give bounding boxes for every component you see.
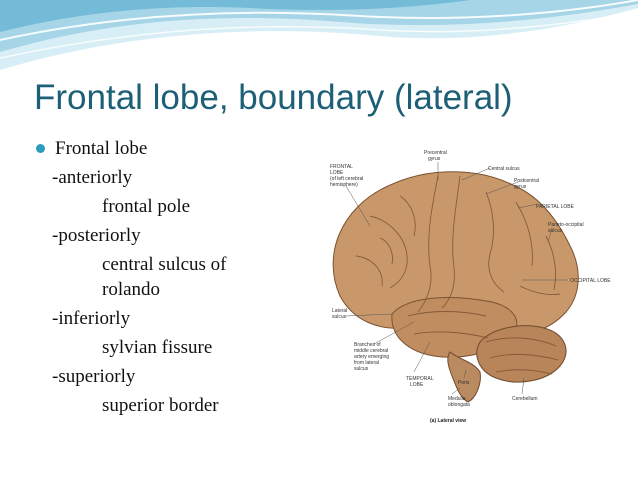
boundary-inferiorly: sylvian fissure bbox=[102, 337, 213, 358]
label-central-sulcus: Central sulcus bbox=[488, 166, 520, 172]
boundary-posteriorly-line2: rolando bbox=[102, 279, 161, 300]
figure-caption: (a) Lateral view bbox=[430, 418, 466, 424]
label-temporal-lobe: TEMPORAL LOBE bbox=[406, 376, 435, 388]
label-postcentral-gyrus: Postcentral gyrus bbox=[514, 178, 540, 190]
header-wave-decoration bbox=[0, 0, 638, 70]
direction-anteriorly: -anteriorly bbox=[52, 167, 133, 188]
boundary-posteriorly-line1: central sulcus of bbox=[102, 254, 227, 275]
label-parietal-lobe: PARIETAL LOBE bbox=[536, 204, 575, 210]
bullet-text: Frontal lobe bbox=[55, 138, 148, 159]
label-frontal-lobe: FRONTAL LOBE (of left cerebral hemispher… bbox=[330, 164, 365, 188]
bullet-row: Frontal lobe bbox=[36, 136, 306, 161]
label-parieto-occipital: Parieto-occipital sulcus bbox=[548, 222, 585, 234]
label-pons: Pons bbox=[458, 380, 470, 386]
brain-lateral-figure: FRONTAL LOBE (of left cerebral hemispher… bbox=[310, 146, 628, 428]
direction-superiorly: -superiorly bbox=[52, 366, 136, 387]
boundary-anteriorly: frontal pole bbox=[102, 196, 191, 217]
direction-inferiorly: -inferiorly bbox=[52, 308, 131, 329]
label-cerebellum: Cerebellum bbox=[512, 396, 538, 402]
slide-title: Frontal lobe, boundary (lateral) bbox=[34, 78, 513, 117]
label-precentral-gyrus: Precentral gyrus bbox=[424, 150, 448, 162]
label-lateral-sulcus: Lateral sulcus bbox=[332, 308, 349, 320]
cerebellum-shape bbox=[476, 325, 567, 383]
label-occipital-lobe: OCCIPITAL LOBE bbox=[570, 278, 611, 284]
label-medulla: Medulla oblongata bbox=[448, 396, 470, 408]
bullet-dot-icon bbox=[36, 144, 45, 153]
label-branches-mca: Branches of middle cerebral artery emerg… bbox=[354, 342, 390, 372]
boundary-superiorly: superior border bbox=[102, 395, 219, 416]
direction-posteriorly: -posteriorly bbox=[52, 225, 141, 246]
brain-illustration: FRONTAL LOBE (of left cerebral hemispher… bbox=[310, 146, 628, 428]
bullet-content: Frontal lobe -anteriorly frontal pole -p… bbox=[36, 136, 306, 418]
